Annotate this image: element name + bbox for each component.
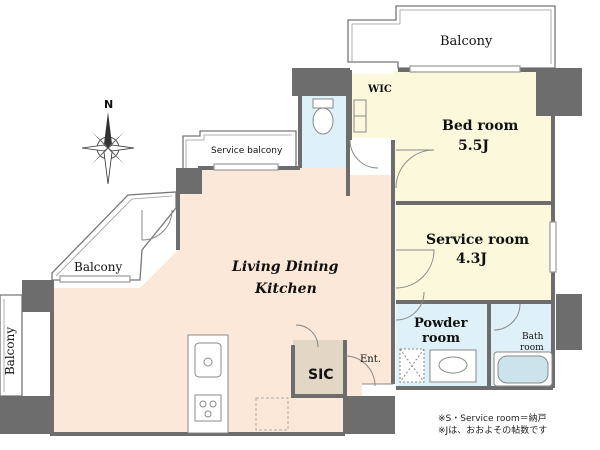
balcony-rails [3, 9, 552, 392]
windows [59, 65, 557, 283]
door-swings [141, 139, 521, 387]
bath-room-label-line1: Bath [522, 332, 544, 342]
ldk-label-line1: Living Dining [232, 259, 339, 275]
wic-floor [352, 74, 398, 138]
note-tatami-size: ※Jは、おおよその帖数です [438, 426, 548, 436]
bedroom-size: 5.5J [458, 138, 489, 154]
compass-north-label: N [104, 98, 114, 111]
service-room-size: 4.3J [456, 251, 487, 267]
powder-room-label-line2: room [422, 331, 460, 346]
bedroom-label: Bed room [442, 118, 519, 134]
ldk-label-line2: Kitchen [255, 281, 317, 297]
bathtub [493, 351, 553, 387]
wic-label: WIC [368, 84, 392, 95]
entrance-label: Ent. [360, 354, 381, 365]
note-service-room: ※S・Service room＝納戸 [438, 414, 547, 424]
sic-floor [293, 340, 345, 396]
service-balcony-label: Service balcony [211, 146, 283, 156]
service-room-floor [396, 204, 554, 300]
fridge-space [255, 397, 289, 431]
balcony-left-label: Balcony [74, 260, 123, 274]
powder-fixtures [399, 348, 477, 383]
toilet-fixture [312, 98, 334, 135]
balcony-top-label: Balcony [440, 34, 493, 49]
balcony-vertical-label: Balcony [3, 326, 18, 376]
bath-room-label-line2: room [520, 343, 544, 353]
sic-label: SIC [308, 367, 334, 383]
wic-shelves [353, 99, 367, 133]
service-room-label: Service room [426, 232, 530, 248]
wall-piers [0, 68, 582, 434]
powder-room-label-line1: Powder [414, 316, 468, 331]
compass-rose [81, 112, 135, 185]
kitchen-counter [187, 334, 229, 434]
bedroom-floor [393, 71, 553, 202]
